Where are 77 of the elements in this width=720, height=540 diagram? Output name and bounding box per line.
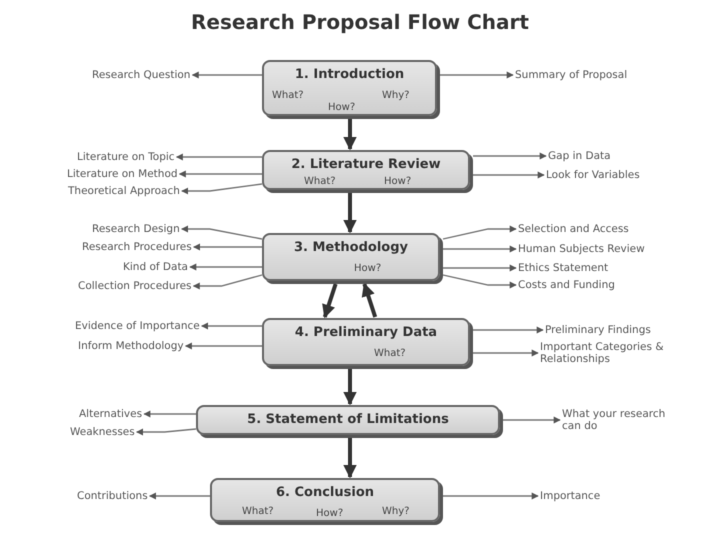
arrow: [440, 72, 514, 78]
chart-title: Research Proposal Flow Chart: [190, 10, 530, 34]
process-box: [210, 478, 440, 522]
topic-label: Literature on Topic: [77, 151, 175, 163]
step-title: 1. Introduction: [294, 67, 406, 82]
topic-label: Gap in Data: [548, 150, 611, 162]
question-text: Why?: [382, 90, 410, 101]
arrow: [443, 492, 539, 500]
process-box: [262, 233, 440, 281]
step-title: 6. Conclusion: [274, 485, 376, 500]
question-text: What?: [242, 506, 274, 517]
topic-label: Contributions: [77, 490, 148, 502]
arrow: [193, 244, 262, 250]
arrow: [442, 274, 517, 288]
topic-label: Inform Methodology: [78, 340, 184, 352]
question-text: How?: [354, 263, 382, 274]
question-text: What?: [272, 90, 304, 101]
arrow: [148, 492, 210, 500]
topic-label: Preliminary Findings: [545, 324, 651, 336]
topic-label: Research Question: [92, 69, 190, 81]
topic-label: Literature on Method: [67, 168, 178, 180]
question-text: How?: [328, 102, 356, 113]
arrow: [473, 152, 547, 160]
topic-label: Importance: [540, 490, 600, 502]
arrow: [184, 342, 262, 350]
question-text: What?: [304, 176, 336, 187]
arrow: [143, 410, 196, 418]
process-box: [262, 150, 470, 190]
topic-label: What your research can do: [562, 408, 687, 432]
arrow: [473, 326, 544, 334]
topic-label: Summary of Proposal: [515, 69, 628, 81]
arrow: [473, 172, 545, 178]
step-title: 4. Preliminary Data: [294, 325, 438, 340]
arrow: [443, 264, 517, 272]
arrow: [503, 416, 561, 424]
step-title: 3. Methodology: [292, 240, 410, 255]
step-title: 5. Statement of Limitations: [246, 412, 450, 427]
topic-label: Human Subjects Review: [518, 243, 645, 255]
topic-label: Important Categories & Relationships: [540, 341, 700, 365]
question-text: Why?: [382, 506, 410, 517]
arrow: [181, 183, 262, 194]
arrow: [442, 226, 517, 240]
process-box: [262, 318, 470, 366]
arrow: [443, 246, 517, 252]
topic-label: Weaknesses: [70, 426, 135, 438]
topic-label: Alternatives: [79, 408, 142, 420]
arrow: [136, 428, 196, 436]
arrow: [343, 119, 357, 150]
process-box: [196, 405, 500, 435]
arrow: [176, 154, 262, 160]
topic-label: Ethics Statement: [518, 262, 608, 274]
arrow: [362, 282, 378, 318]
topic-label: Collection Procedures: [78, 280, 192, 292]
arrow: [181, 226, 262, 240]
topic-label: Research Procedures: [82, 241, 192, 253]
question-text: How?: [384, 176, 412, 187]
question-text: How?: [316, 508, 344, 519]
topic-label: Research Design: [92, 223, 180, 235]
step-title: 2. Literature Review: [290, 157, 442, 172]
arrow: [178, 170, 262, 178]
topic-label: Costs and Funding: [518, 279, 615, 291]
question-text: What?: [374, 348, 406, 359]
topic-label: Selection and Access: [518, 223, 629, 235]
arrow: [473, 350, 539, 356]
arrow: [192, 274, 262, 290]
topic-label: Theoretical Approach: [68, 185, 180, 197]
arrow: [201, 322, 262, 330]
arrow: [192, 72, 262, 78]
arrow: [322, 283, 338, 318]
arrow: [343, 438, 357, 478]
arrow: [189, 264, 262, 270]
topic-label: Evidence of Importance: [75, 320, 200, 332]
arrow: [343, 193, 357, 234]
process-box: [262, 60, 437, 116]
topic-label: Look for Variables: [546, 169, 640, 181]
topic-label: Kind of Data: [123, 261, 188, 273]
arrow: [343, 369, 357, 406]
